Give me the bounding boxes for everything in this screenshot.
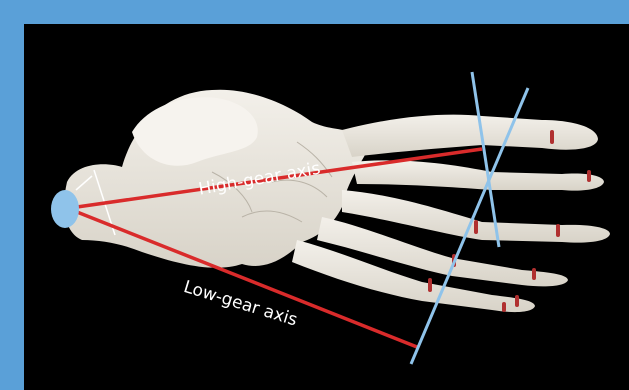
foot-skeleton-photo: High-gear axis Low-gear axis — [24, 24, 629, 390]
calcaneus-marker — [51, 190, 79, 228]
foot-skeleton-illustration — [24, 24, 629, 390]
